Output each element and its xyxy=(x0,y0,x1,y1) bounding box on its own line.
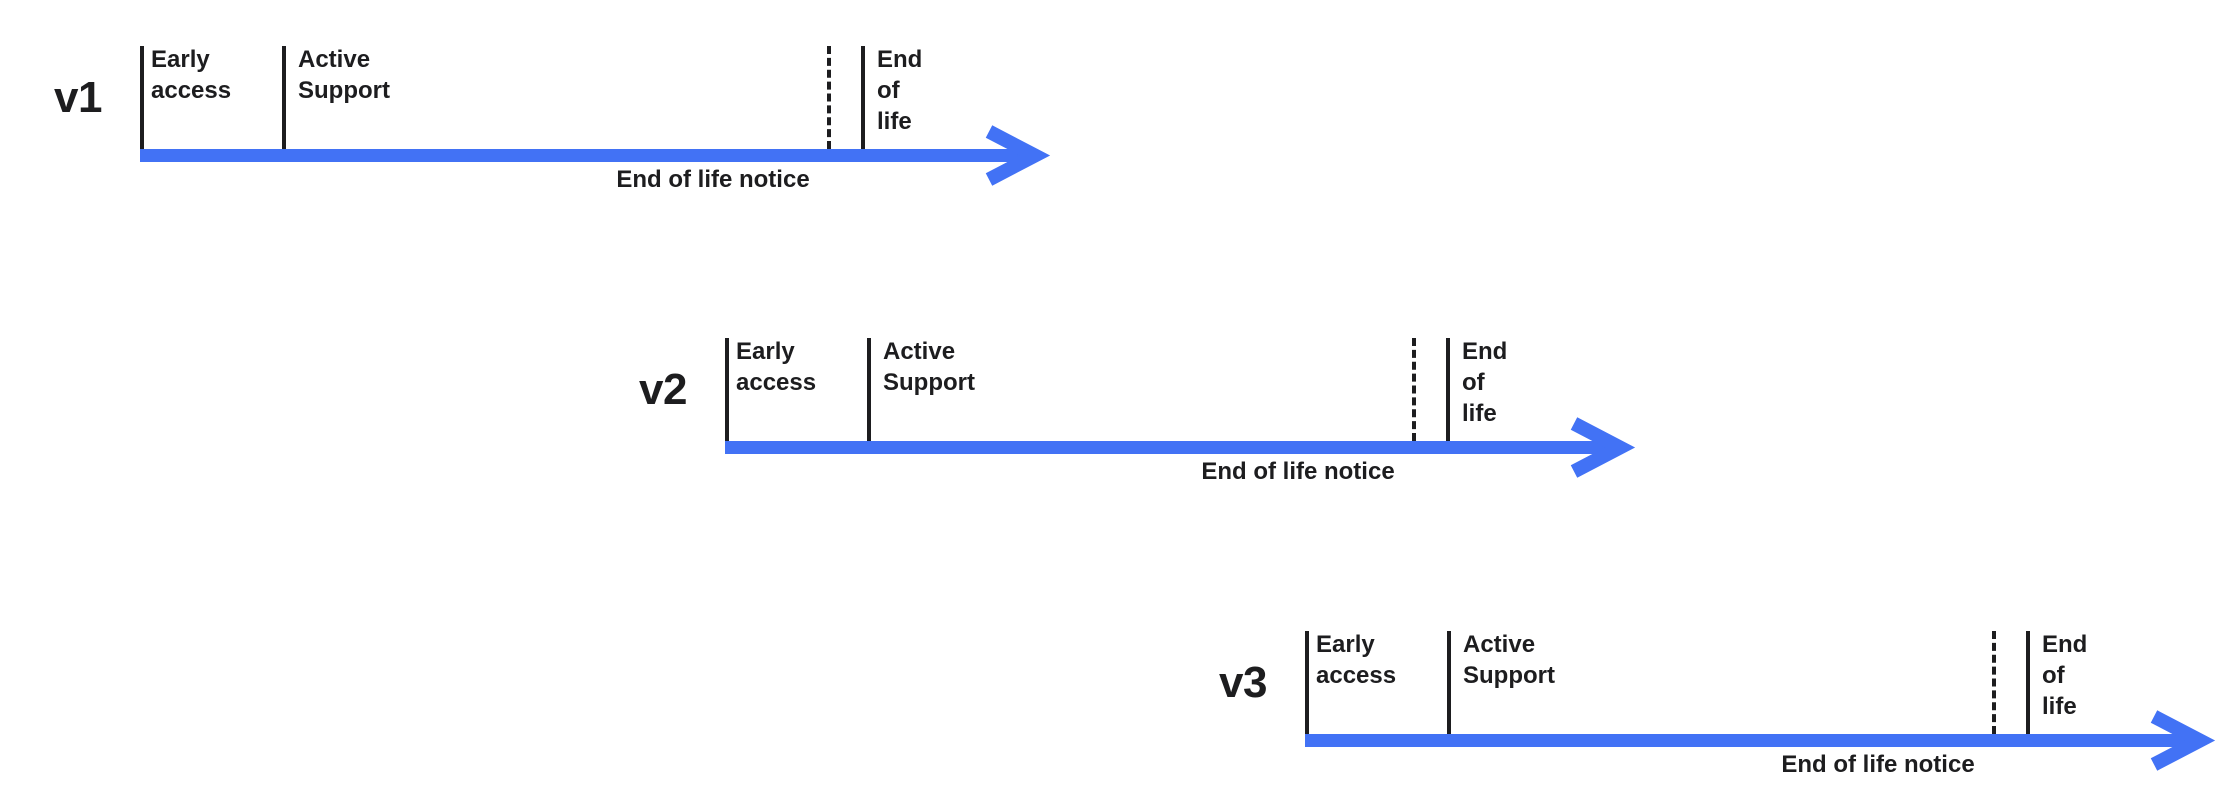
phase-label-early-access: Early access xyxy=(1316,631,1397,690)
lifecycle-arrow xyxy=(140,125,1051,186)
phase-label-active-support: Active Support xyxy=(1463,631,1555,690)
phase-label-early-access: Early access xyxy=(151,46,232,105)
end-of-life-notice-label: End of life notice xyxy=(1201,458,1395,485)
phase-label-active-support: Active Support xyxy=(298,46,390,105)
phase-divider-notice-dashed xyxy=(827,46,831,149)
arrow-right-icon xyxy=(140,125,1051,186)
phase-divider-notice-dashed xyxy=(1992,631,1996,734)
phase-label-end-of-life: End of life xyxy=(2042,631,2088,721)
phase-divider-start xyxy=(725,338,729,441)
lifecycle-arrow xyxy=(1305,710,2216,771)
arrow-right-icon xyxy=(1305,710,2216,771)
phase-label-end-of-life: End of life xyxy=(1462,338,1508,428)
version-label-v2: v2 xyxy=(639,364,687,414)
phase-divider-end-of-life xyxy=(1446,338,1450,441)
phase-divider-end-of-life xyxy=(2026,631,2030,734)
lifecycle-arrow xyxy=(725,417,1636,478)
end-of-life-notice-label: End of life notice xyxy=(616,166,810,193)
version-label-v3: v3 xyxy=(1219,657,1267,707)
phase-label-active-support: Active Support xyxy=(883,338,975,397)
version-label-v1: v1 xyxy=(54,72,102,122)
phase-divider-active-support xyxy=(867,338,871,441)
end-of-life-notice-label: End of life notice xyxy=(1781,751,1975,778)
phase-divider-start xyxy=(140,46,144,149)
phase-divider-end-of-life xyxy=(861,46,865,149)
arrow-right-icon xyxy=(725,417,1636,478)
phase-divider-start xyxy=(1305,631,1309,734)
phase-divider-notice-dashed xyxy=(1412,338,1416,441)
phase-label-early-access: Early access xyxy=(736,338,817,397)
phase-divider-active-support xyxy=(282,46,286,149)
phase-label-end-of-life: End of life xyxy=(877,46,923,136)
phase-divider-active-support xyxy=(1447,631,1451,734)
